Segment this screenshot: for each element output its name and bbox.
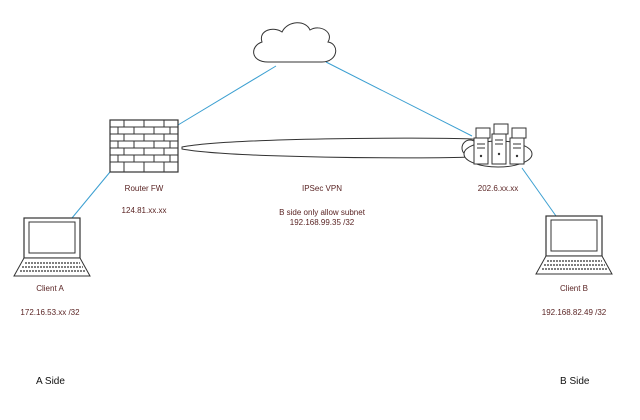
client-a-ip: 172.16.53.xx /32 [20, 308, 80, 317]
firewall-icon [109, 119, 179, 173]
vpn-tunnel [181, 137, 483, 159]
cloud-icon [253, 22, 337, 63]
vpn-title: IPSec VPN [301, 184, 343, 193]
laptop-icon-client-a [13, 217, 91, 277]
router-fw-ip: 124.81.xx.xx [121, 206, 167, 215]
vpn-note-line1: B side only allow subnet [279, 208, 365, 217]
client-b-label: Client B [559, 284, 589, 293]
vpn-note-line2: 192.168.99.35 /32 [289, 218, 355, 227]
connection-lines [71, 61, 557, 219]
link-server-client-b [521, 167, 557, 217]
side-b-label: B Side [560, 376, 590, 387]
laptop-icon-client-b [535, 215, 613, 275]
server-cluster-icon [463, 123, 533, 168]
link-fw-client-a [71, 171, 111, 219]
router-fw-label: Router FW [124, 184, 164, 193]
link-cloud-server [325, 61, 473, 137]
link-fw-cloud [177, 65, 277, 126]
side-a-label: A Side [36, 376, 65, 387]
client-a-label: Client A [36, 284, 64, 293]
server-b-ip: 202.6.xx.xx [477, 184, 519, 193]
client-b-ip: 192.168.82.49 /32 [541, 308, 607, 317]
